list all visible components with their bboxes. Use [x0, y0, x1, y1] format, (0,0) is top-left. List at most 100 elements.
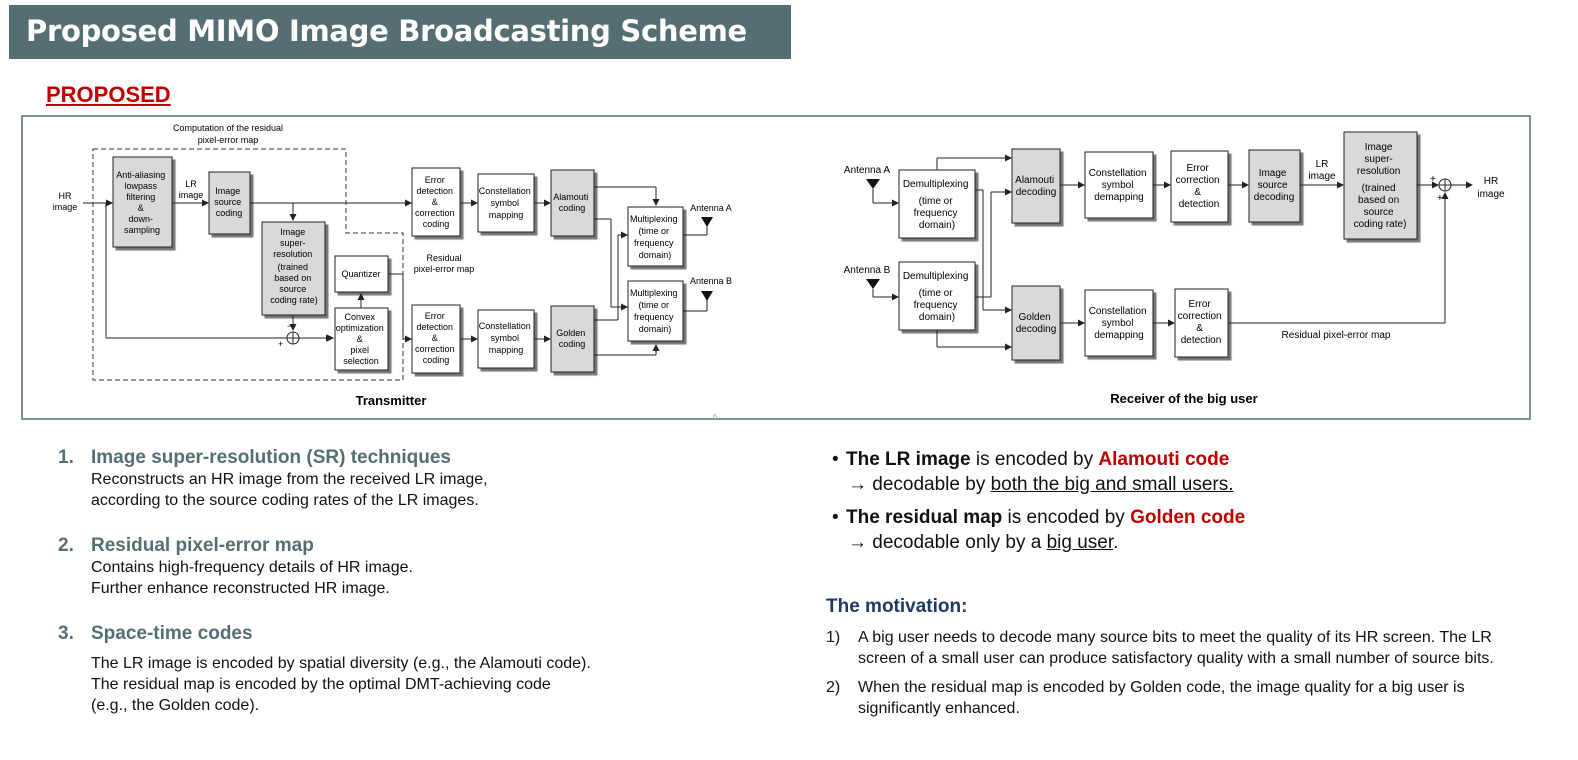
- tx-multiplexing-block-1: [627, 206, 684, 267]
- convex-optimization-block: [334, 307, 389, 371]
- rx-demultiplexing-block-2: [898, 261, 976, 331]
- bullet-lead: The residual map: [846, 507, 1003, 528]
- item-number: 3.: [58, 623, 74, 644]
- tx-error-coding-label-1: Error detection & correction coding: [415, 175, 457, 229]
- item-body: The LR image is encoded by spatial diver…: [91, 653, 776, 716]
- title-bar: Proposed MIMO Image Broadcasting Scheme: [9, 5, 791, 59]
- tx-super-resolution-label: Image super- resolution (trained based o…: [270, 227, 318, 305]
- bullet-underlined: both the big and small users.: [990, 474, 1234, 495]
- list-item: 1. Image super-resolution (SR) technique…: [56, 447, 776, 511]
- motivation-list: 1) A big user needs to decode many sourc…: [826, 627, 1542, 727]
- tx-multiplexing-label-1: Multiplexing (time or frequency domain): [630, 214, 680, 260]
- rx-error-correction-label-1: Error correction & detection: [1176, 163, 1223, 210]
- alamouti-coding-label: Alamouti coding: [553, 192, 591, 213]
- convex-optimization-label: Convex optimization & pixel selection: [336, 312, 387, 366]
- rx-error-correction-block-1: [1170, 150, 1229, 223]
- item-heading: Space-time codes: [91, 623, 253, 644]
- image-source-decoding-label: Image source decoding: [1254, 168, 1295, 203]
- item-text: When the residual map is encoded by Gold…: [858, 679, 1465, 717]
- tx-error-coding-block-1: [411, 167, 461, 237]
- bullet-dot: •: [832, 449, 839, 470]
- list-item: 3. Space-time codes The LR image is enco…: [56, 623, 776, 716]
- receiver-caption: Receiver of the big user: [1110, 391, 1257, 406]
- item-body-line: (e.g., the Golden code).: [91, 697, 260, 714]
- image-source-decoding-block: [1248, 149, 1301, 223]
- bullet-underlined: big user: [1046, 532, 1114, 553]
- tx-antenna-a-label: Antenna A: [690, 203, 732, 213]
- technique-list: 1. Image super-resolution (SR) technique…: [56, 447, 776, 730]
- item-body: Contains high-frequency details of HR im…: [91, 557, 776, 599]
- tx-error-coding-block-2: [411, 304, 461, 374]
- motivation-heading: The motivation:: [826, 596, 968, 617]
- item-number: 2.: [58, 535, 74, 556]
- golden-decoding-block: [1011, 285, 1061, 361]
- rx-antenna-a-label: Antenna A: [844, 165, 890, 176]
- item-body-line: according to the source coding rates of …: [91, 492, 479, 509]
- rx-constellation-demapping-block-2: [1084, 289, 1154, 357]
- bullet-arrow-text: → decodable by: [848, 474, 991, 495]
- item-body-line: Reconstructs an HR image from the receiv…: [91, 471, 488, 488]
- quantizer-label: Quantizer: [341, 269, 380, 279]
- bullet-code: Golden code: [1130, 507, 1246, 528]
- bullet-end: .: [1113, 532, 1119, 553]
- transmitter-caption: Transmitter: [356, 393, 427, 408]
- minus-sign: −: [287, 321, 292, 331]
- bullet-text: is encoded by: [1002, 507, 1131, 528]
- tx-multiplexing-block-2: [627, 280, 684, 342]
- tx-error-coding-label-2: Error detection & correction coding: [415, 311, 457, 365]
- item-body: Reconstructs an HR image from the receiv…: [91, 469, 776, 511]
- rx-demultiplexing-block-1: [898, 169, 976, 239]
- rx-constellation-demapping-label-2: Constellation symbol demapping: [1089, 306, 1150, 341]
- item-body-line: Further enhance reconstructed HR image.: [91, 580, 390, 597]
- tx-constellation-mapping-block-1: [477, 173, 535, 233]
- golden-coding-block: [550, 305, 595, 373]
- block-diagram: Computation of the residual pixel-error …: [21, 115, 1560, 421]
- residual-dashed-region: [92, 148, 404, 381]
- alamouti-coding-block: [550, 169, 595, 237]
- rx-antenna-b-label: Antenna B: [844, 265, 891, 276]
- list-item: 2. Residual pixel-error map Contains hig…: [56, 535, 776, 599]
- list-item: 1) A big user needs to decode many sourc…: [826, 627, 1542, 669]
- code-assignment-bullets: • The LR image is encoded by Alamouti co…: [832, 447, 1562, 563]
- anti-aliasing-block: [112, 156, 173, 248]
- tx-antenna-b-label: Antenna B: [690, 276, 732, 286]
- rx-antenna-b-icon: [866, 279, 880, 289]
- item-text: A big user needs to decode many source b…: [858, 629, 1494, 667]
- diagram-frame: [21, 115, 1531, 420]
- rx-demultiplexing-label-1: Demultiplexing (time or frequency domain…: [903, 179, 971, 231]
- plus-sign: +: [1430, 174, 1436, 185]
- item-body-line: Contains high-frequency details of HR im…: [91, 559, 413, 576]
- rx-error-correction-block-2: [1174, 288, 1229, 358]
- tx-constellation-mapping-label-2: Constellation symbol mapping: [479, 321, 534, 355]
- quantizer-block: [334, 255, 389, 293]
- image-source-coding-block: [208, 171, 251, 235]
- tx-lr-label: LR: [185, 179, 197, 189]
- alamouti-decoding-block: [1011, 148, 1061, 224]
- rx-error-correction-label-2: Error correction & detection: [1178, 299, 1225, 346]
- item-heading: Residual pixel-error map: [91, 535, 314, 556]
- tx-super-resolution-block: [261, 221, 326, 316]
- rx-residual-map-label: Residual pixel-error map: [1282, 330, 1391, 341]
- bullet-code: Alamouti code: [1098, 449, 1230, 470]
- bullet-dot: •: [832, 507, 839, 528]
- item-body-line: The residual map is encoded by the optim…: [91, 676, 551, 693]
- list-item: 2) When the residual map is encoded by G…: [826, 677, 1542, 719]
- tx-hr-label: HR: [59, 191, 72, 201]
- item-heading: Image super-resolution (SR) techniques: [91, 447, 451, 468]
- golden-coding-label: Golden coding: [556, 328, 588, 349]
- bullet-lr-image: • The LR image is encoded by Alamouti co…: [832, 447, 1562, 497]
- rx-constellation-demapping-label-1: Constellation symbol demapping: [1089, 168, 1150, 203]
- rx-super-resolution-label: Image super- resolution (trained based o…: [1354, 142, 1407, 230]
- tx-hr-label: image: [53, 202, 78, 212]
- tx-lr-label: image: [179, 190, 204, 200]
- page-number: 6: [713, 414, 717, 421]
- rx-hr-label: HR: [1484, 176, 1498, 187]
- rx-antenna-a-icon: [866, 179, 880, 189]
- section-label: PROPOSED: [46, 82, 171, 107]
- golden-decoding-label: Golden decoding: [1016, 312, 1057, 335]
- plus-sign: +: [1437, 193, 1443, 204]
- image-source-coding-label: Image source coding: [214, 186, 244, 218]
- rx-demultiplexing-label-2: Demultiplexing (time or frequency domain…: [903, 271, 971, 323]
- alamouti-decoding-label: Alamouti decoding: [1015, 175, 1057, 198]
- tx-antenna-b-icon: [701, 291, 713, 301]
